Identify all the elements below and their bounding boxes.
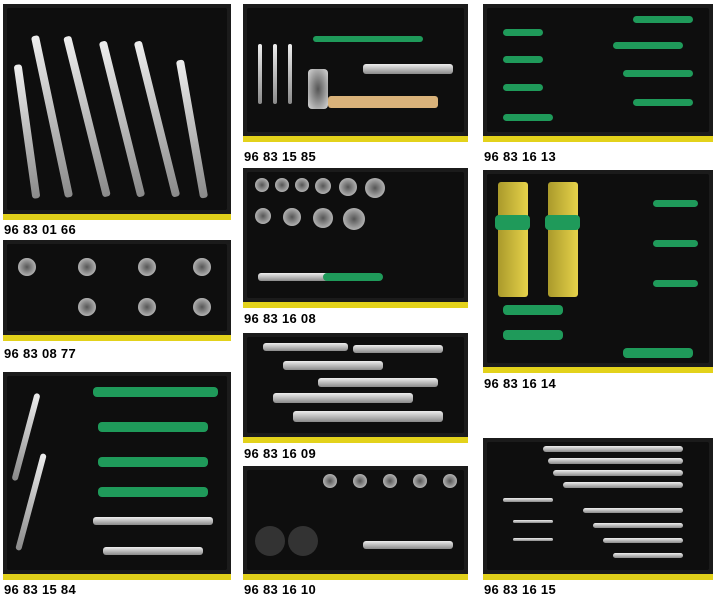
screwdriver <box>653 200 698 207</box>
tray-label: 96 83 15 84 <box>4 582 76 597</box>
hex-key-holder <box>545 215 580 230</box>
combination-wrench <box>563 482 683 488</box>
tray-label: 96 83 16 15 <box>484 582 556 597</box>
socket <box>295 178 309 192</box>
tray-bit-sockets[interactable] <box>3 240 231 341</box>
screwdriver <box>613 42 683 49</box>
tray-label: 96 83 16 13 <box>484 149 556 164</box>
hammer <box>328 96 438 108</box>
socket <box>315 178 331 194</box>
socket <box>383 474 397 488</box>
punch <box>258 44 262 104</box>
ring-wrench <box>133 40 181 198</box>
screwdriver <box>633 99 693 106</box>
tray-combination-wrenches[interactable] <box>483 438 713 580</box>
tray-socket-set[interactable] <box>243 168 468 308</box>
tray-impact-sockets[interactable] <box>243 466 468 580</box>
tray-offset-ring-wrenches[interactable] <box>3 4 231 220</box>
tray-label: 96 83 08 77 <box>4 346 76 361</box>
pliers <box>93 517 213 525</box>
tray-label: 96 83 16 10 <box>244 582 316 597</box>
combination-wrench <box>513 538 553 541</box>
tray-label: 96 83 16 08 <box>244 311 316 326</box>
screwdriver <box>313 36 423 42</box>
screwdriver <box>503 114 553 121</box>
hex-key-set <box>498 182 528 297</box>
socket <box>255 208 271 224</box>
socket <box>443 474 457 488</box>
ring-wrench <box>30 34 74 199</box>
ratchet-wrench <box>263 343 348 351</box>
tray-screwdrivers[interactable] <box>483 4 713 142</box>
combination-wrench <box>548 458 683 464</box>
tray-label: 96 83 16 09 <box>244 446 316 461</box>
screwdriver <box>623 348 693 358</box>
socket <box>343 208 365 230</box>
impact-socket <box>288 526 318 556</box>
screwdriver <box>503 305 563 315</box>
screwdriver <box>653 280 698 287</box>
ring-wrench <box>175 59 209 199</box>
screwdriver <box>623 70 693 77</box>
socket <box>275 178 289 192</box>
socket <box>413 474 427 488</box>
combination-wrench <box>583 508 683 513</box>
socket <box>339 178 357 196</box>
ratchet-wrench <box>293 411 443 422</box>
tray-label: 96 83 15 85 <box>244 149 316 164</box>
hex-key-holder <box>495 215 530 230</box>
socket <box>78 298 96 316</box>
screwdriver <box>503 330 563 340</box>
tray-hex-keys[interactable] <box>483 170 713 373</box>
pliers <box>93 387 218 397</box>
punch <box>273 44 277 104</box>
socket <box>18 258 36 276</box>
combination-wrench <box>593 523 683 528</box>
screwdriver <box>653 240 698 247</box>
ratchet-wrench <box>353 345 443 353</box>
tray-label: 96 83 16 14 <box>484 376 556 391</box>
ratchet-wrench <box>318 378 438 387</box>
screwdriver <box>503 29 543 36</box>
impact-socket <box>255 526 285 556</box>
pliers <box>98 457 208 467</box>
socket <box>313 208 333 228</box>
bit-socket <box>363 541 453 549</box>
ring-wrench <box>13 64 41 199</box>
tray-ratchet-wrenches[interactable] <box>243 333 468 443</box>
combination-wrench <box>513 520 553 523</box>
socket <box>138 258 156 276</box>
socket <box>193 298 211 316</box>
screwdriver <box>503 56 543 63</box>
combination-wrench <box>603 538 683 543</box>
ratchet <box>323 273 383 281</box>
pliers <box>98 487 208 497</box>
punch <box>288 44 292 104</box>
combination-wrench <box>553 470 683 476</box>
socket <box>78 258 96 276</box>
combination-wrench <box>543 446 683 452</box>
combination-wrench <box>613 553 683 558</box>
socket <box>353 474 367 488</box>
ratchet <box>258 273 338 281</box>
socket <box>193 258 211 276</box>
socket <box>283 208 301 226</box>
mallet <box>308 69 328 109</box>
pliers <box>103 547 203 555</box>
tray-hammers-chisels[interactable] <box>243 4 468 142</box>
socket <box>255 178 269 192</box>
tray-pliers[interactable] <box>3 372 231 580</box>
pliers <box>98 422 208 432</box>
screwdriver <box>503 84 543 91</box>
screwdriver <box>633 16 693 23</box>
ratchet-wrench <box>283 361 383 370</box>
socket <box>138 298 156 316</box>
socket <box>365 178 385 198</box>
locking-pliers <box>363 64 453 74</box>
ratchet-wrench <box>273 393 413 403</box>
tray-label: 96 83 01 66 <box>4 222 76 237</box>
hex-key-set <box>548 182 578 297</box>
combination-wrench <box>503 498 553 502</box>
socket <box>323 474 337 488</box>
